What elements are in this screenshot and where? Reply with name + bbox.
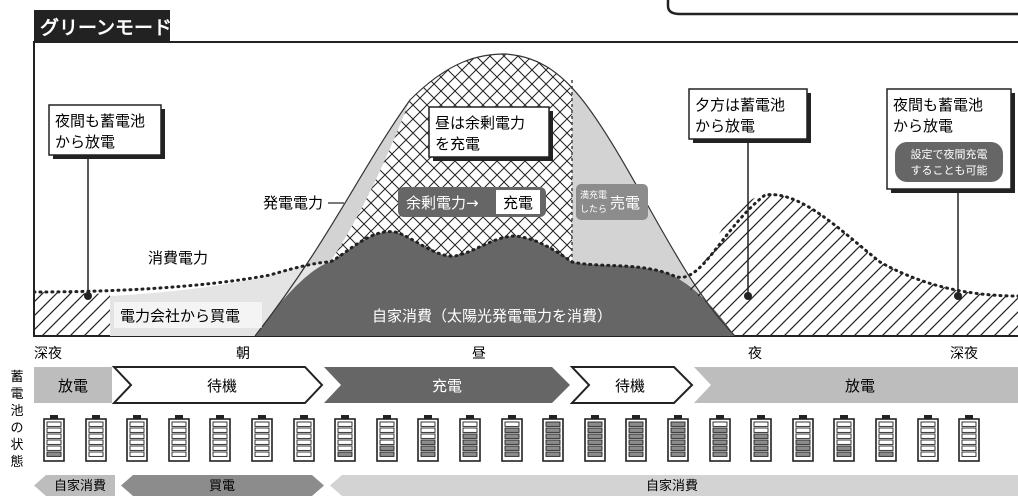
time-label: 夜 xyxy=(748,346,762,362)
battery-icon xyxy=(792,415,814,462)
callout-noon-line1: 昼は余剰電力 xyxy=(435,114,525,132)
energy-source-row: 自家消費 買電 自家消費 xyxy=(34,475,1018,496)
side-label-char: 状 xyxy=(10,438,23,453)
mode-title: グリーンモード xyxy=(40,16,172,39)
self-consumption-label: 自家消費（太陽光発電電力を消費） xyxy=(372,307,612,325)
battery-icon xyxy=(584,415,606,462)
side-label-char: 蓄 xyxy=(10,370,23,385)
battery-icon xyxy=(293,415,315,462)
self-consumption-area xyxy=(255,231,735,336)
full-charge-sell: 売電 xyxy=(610,194,640,212)
battery-icon xyxy=(126,415,148,462)
bottom-purchase: 買電 xyxy=(209,479,235,494)
battery-icon xyxy=(667,415,689,462)
mode-discharge-right: 放電 xyxy=(845,377,875,395)
full-charge-small-1: 満充電 xyxy=(580,189,607,201)
mode-discharge-left: 放電 xyxy=(58,377,88,395)
consumption-curve xyxy=(34,193,1018,298)
callout-night-left-line2: から放電 xyxy=(55,133,115,151)
callout-night-right-line2: から放電 xyxy=(893,117,953,135)
time-label: 朝 xyxy=(236,346,250,362)
pointer-dot-left xyxy=(84,292,92,300)
battery-icons xyxy=(43,415,980,462)
battery-icon xyxy=(709,415,731,462)
full-charge-label: 満充電 したら 売電 xyxy=(576,184,648,220)
surplus-charge-word: 充電 xyxy=(503,194,533,212)
callout-night-note-line1: 設定で夜間充電 xyxy=(911,147,988,161)
bottom-self-right: 自家消費 xyxy=(646,478,698,494)
callout-noon: 昼は余剰電力 を充電 xyxy=(428,106,553,161)
callout-night-left: 夜間も蓄電池 から放電 xyxy=(48,104,165,159)
time-label: 昼 xyxy=(472,346,486,362)
generation-curve xyxy=(254,53,736,336)
callout-evening: 夕方は蓄電池 から放電 xyxy=(688,88,811,143)
mode-standby-1: 待機 xyxy=(207,377,237,395)
battery-icon xyxy=(958,415,980,462)
side-label-char: の xyxy=(10,421,23,436)
surplus-label: 余剰電力→ 充電 xyxy=(398,187,546,217)
callout-night-note-line2: することも可能 xyxy=(911,163,988,177)
battery-icon xyxy=(833,415,855,462)
mode-charge: 充電 xyxy=(432,377,462,395)
battery-icon xyxy=(334,415,356,462)
callout-night-left-line1: 夜間も蓄電池 xyxy=(55,112,145,130)
bottom-self-left: 自家消費 xyxy=(54,478,106,494)
callout-noon-line2: を充電 xyxy=(435,135,480,153)
mode-title-tab xyxy=(34,10,170,42)
battery-icon xyxy=(251,415,273,462)
surplus-text: 余剰電力→ xyxy=(406,194,479,212)
callout-evening-line2: から放電 xyxy=(695,117,755,135)
callout-evening-line1: 夕方は蓄電池 xyxy=(695,96,785,114)
battery-icon xyxy=(168,415,190,462)
time-label: 深夜 xyxy=(34,346,62,362)
mode-standby-2: 待機 xyxy=(615,377,645,395)
side-label-char: 電 xyxy=(10,387,23,402)
full-charge-small-2: したら xyxy=(580,204,607,215)
battery-icon xyxy=(917,415,939,462)
battery-icon xyxy=(625,415,647,462)
battery-icon xyxy=(417,415,439,462)
battery-icon xyxy=(209,415,231,462)
pointer-dot-right xyxy=(954,292,962,300)
generation-label: 発電電力 xyxy=(263,194,323,212)
battery-icon xyxy=(875,415,897,462)
time-labels: 深夜 朝 昼 夜 深夜 xyxy=(34,346,978,362)
consumption-label: 消費電力 xyxy=(148,249,208,267)
battery-mode-row: 放電 待機 充電 待機 放電 xyxy=(34,366,1018,404)
battery-icon xyxy=(43,415,65,462)
battery-icon xyxy=(501,415,523,462)
time-label: 深夜 xyxy=(950,346,978,362)
side-label-char: 池 xyxy=(10,404,23,419)
callout-night-right-line1: 夜間も蓄電池 xyxy=(893,96,983,114)
battery-icon xyxy=(459,415,481,462)
top-frame-edge xyxy=(666,0,1018,16)
battery-icon xyxy=(85,415,107,462)
pointer-dot-evening xyxy=(744,292,752,300)
purchase-label-bg xyxy=(114,302,262,328)
battery-icon xyxy=(376,415,398,462)
callout-night-right: 夜間も蓄電池 から放電 設定で夜間充電 することも可能 xyxy=(886,88,1015,193)
night-discharge-left xyxy=(34,292,110,336)
battery-icon xyxy=(750,415,772,462)
battery-icon xyxy=(542,415,564,462)
side-label-char: 態 xyxy=(10,454,23,470)
evening-discharge-area xyxy=(690,194,1018,336)
purchase-label: 電力会社から買電 xyxy=(120,307,240,325)
